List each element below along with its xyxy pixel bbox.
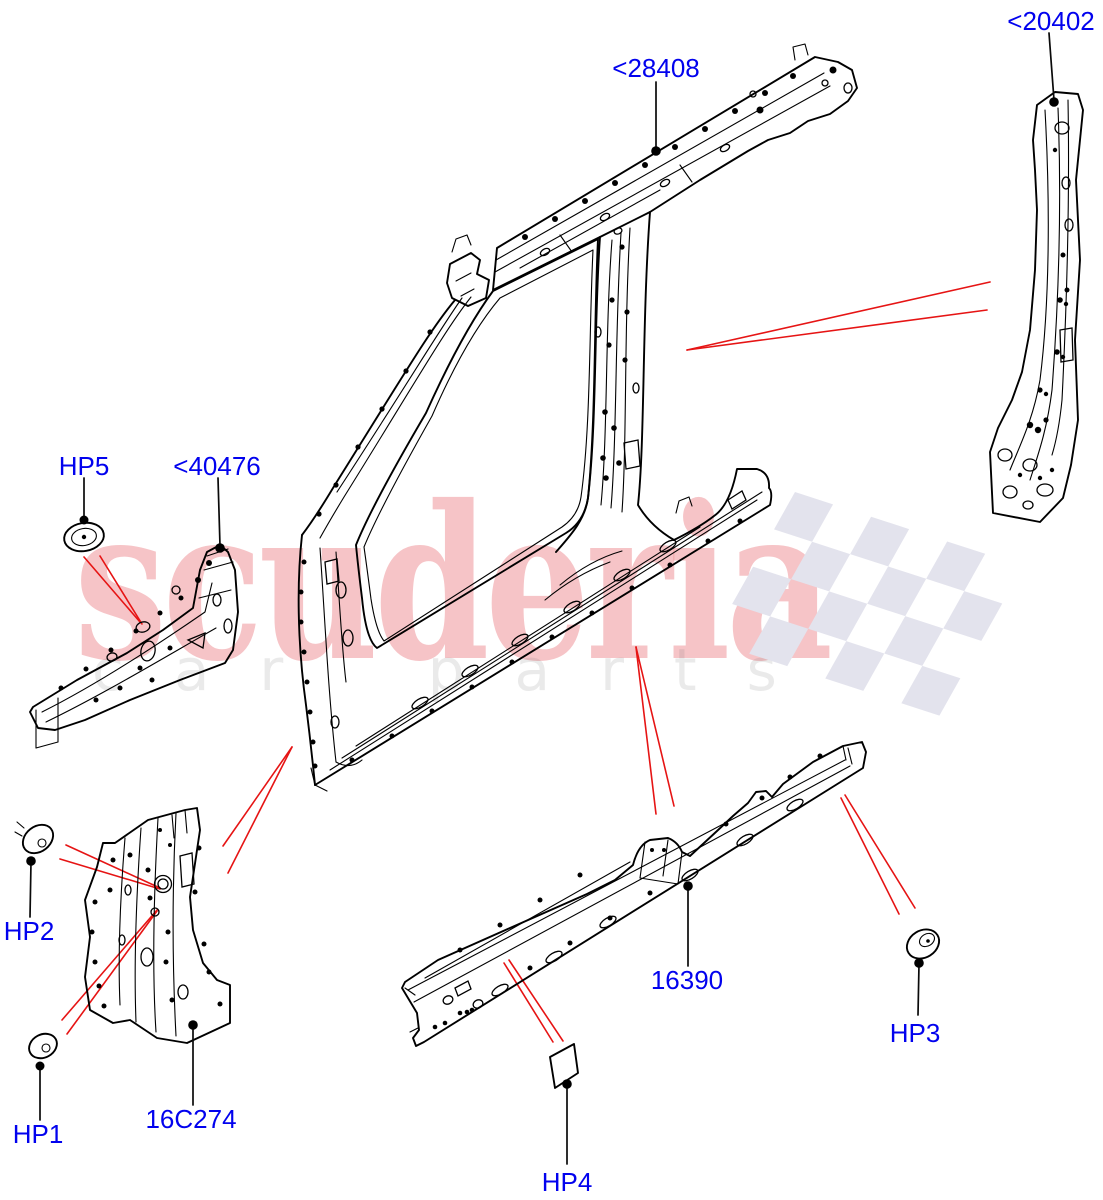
patch-hp4: [549, 1043, 579, 1089]
black-leader-lines: [26, 32, 1059, 1165]
part-label-hp1[interactable]: HP1: [12, 1119, 64, 1149]
red-leader-lines: [59, 281, 991, 1043]
part-label-28408[interactable]: <28408: [612, 53, 700, 83]
part-label-40476[interactable]: <40476: [173, 451, 261, 481]
part-label-16390[interactable]: 16390: [650, 965, 724, 995]
sill-inner-panel: [401, 741, 867, 1047]
checkered-flag: [732, 492, 1003, 716]
front-apron-panel: [29, 544, 239, 749]
part-label-hp4[interactable]: HP4: [541, 1167, 593, 1197]
part-label-16C274[interactable]: 16C274: [145, 1104, 237, 1134]
part-label-hp2[interactable]: HP2: [3, 916, 55, 946]
grommet-hp3: [905, 928, 941, 960]
part-label-hp5[interactable]: HP5: [58, 451, 110, 481]
grommet-hp2: [14, 821, 55, 855]
grommet-hp1: [28, 1032, 58, 1060]
hinge-pillar-inner-panel: [84, 807, 231, 1044]
part-label-hp3[interactable]: HP3: [889, 1018, 941, 1048]
part-label-20402[interactable]: <20402: [1007, 6, 1095, 36]
body-side-aperture-panel: [297, 43, 858, 792]
b-pillar-inner-panel: [989, 91, 1084, 523]
grommet-hp5: [63, 521, 105, 553]
